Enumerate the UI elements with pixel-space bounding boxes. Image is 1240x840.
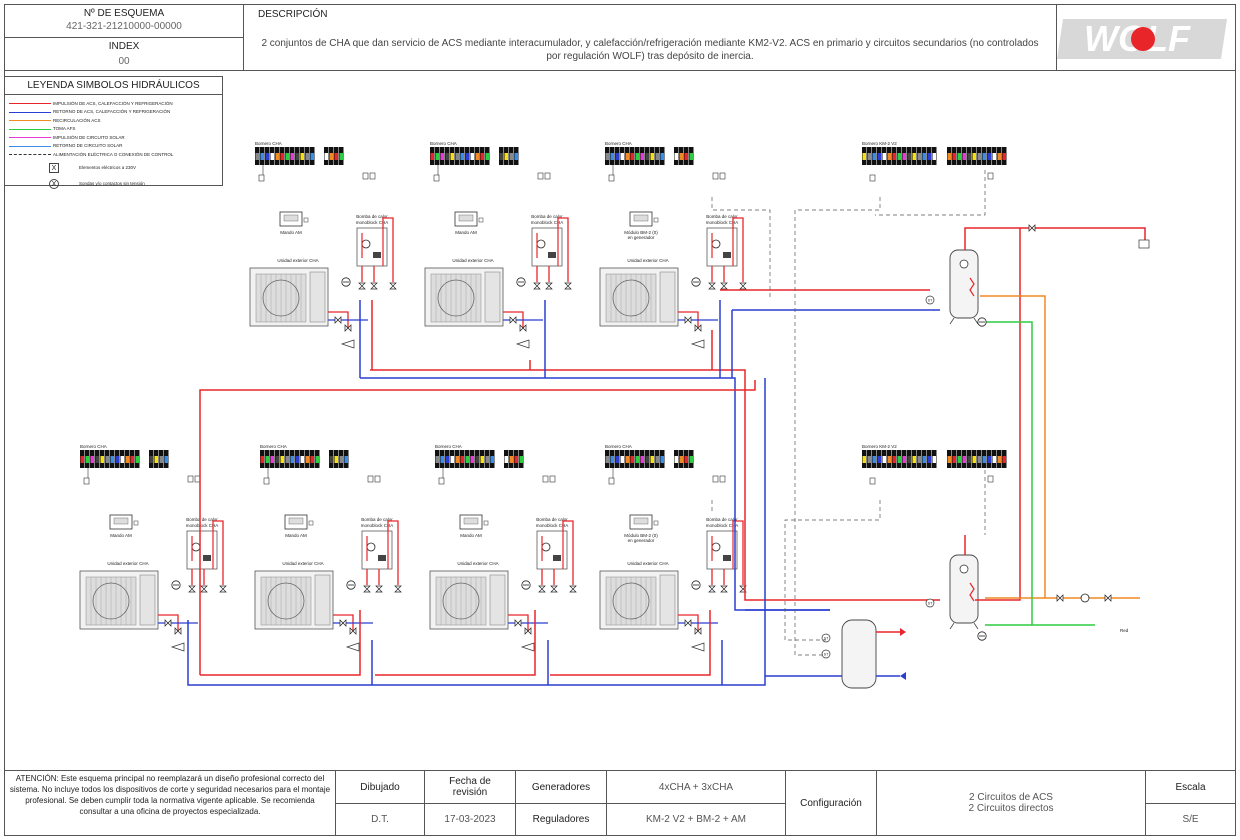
- scheme-label: Nº DE ESQUEMA: [83, 8, 165, 19]
- legend-symbol: X Sondas y/o contactos sin tensión: [5, 177, 222, 191]
- legend-item: ALIMENTACIÓN ELÉCTRICA O CONEXIÓN DE CON…: [5, 150, 222, 159]
- reguladores-label: Reguladores: [515, 803, 607, 836]
- legend-item: RECIRCULACIÓN ACS: [5, 116, 222, 125]
- configuracion-line1: 2 Circuitos de ACS: [969, 792, 1053, 803]
- configuracion-label: Configuración: [785, 770, 877, 836]
- configuracion-value: 2 Circuitos de ACS 2 Circuitos directos: [876, 770, 1146, 836]
- scheme-number: 421-321-21210000-00000: [66, 21, 182, 32]
- sensor-contact-icon: X: [49, 178, 59, 189]
- dibujado-label: Dibujado: [335, 770, 425, 804]
- reguladores-value: KM-2 V2 + BM-2 + AM: [606, 803, 786, 836]
- generadores-value: 4xCHA + 3xCHA: [606, 770, 786, 804]
- generadores-label: Generadores: [515, 770, 607, 804]
- configuracion-line2: 2 Circuitos directos: [968, 803, 1054, 814]
- scheme-number-cell: Nº DE ESQUEMA 421-321-21210000-00000: [4, 4, 244, 38]
- legend-item: IMPULSIÓN DE CIRCUITO SOLAR: [5, 133, 222, 142]
- dibujado-value: D.T.: [335, 803, 425, 836]
- legend-item-label: RECIRCULACIÓN ACS: [53, 117, 101, 123]
- index-label: INDEX: [108, 41, 140, 52]
- legend-item-label: TOMA AFS: [53, 126, 76, 132]
- legend-item-label: IMPULSIÓN DE CIRCUITO SOLAR: [53, 134, 125, 140]
- legend-line-swatch: [9, 120, 51, 121]
- description-text: 2 conjuntos de CHA que dan servicio de A…: [261, 38, 1039, 62]
- fecha-label: Fecha de revisión: [424, 770, 516, 804]
- legend-line-swatch: [9, 128, 51, 130]
- legend-symbol-label: Elementos eléctricos a 230V: [79, 165, 137, 170]
- legend-item: TOMA AFS: [5, 125, 222, 134]
- legend-item: RETORNO DE CIRCUITO SOLAR: [5, 142, 222, 151]
- wolf-logo-graphic: WOLF: [1057, 18, 1227, 59]
- legend-item: RETORNO DE ACS, CALEFACCIÓN Y REFRIGERAC…: [5, 108, 222, 117]
- index-value: 00: [118, 56, 130, 67]
- wolf-logo: WOLF: [1056, 4, 1236, 71]
- legend-line-swatch: [9, 137, 51, 138]
- legend-item: IMPULSIÓN DE ACS, CALEFACCIÓN Y REFRIGER…: [5, 99, 222, 108]
- legend-symbols: X Elementos eléctricos a 230V X Sondas y/o …: [5, 161, 222, 191]
- description-label: DESCRIPCIÓN: [258, 9, 328, 20]
- legend-item-label: RETORNO DE ACS, CALEFACCIÓN Y REFRIGERAC…: [53, 109, 171, 115]
- legend-line-swatch: [9, 111, 51, 113]
- legend-item-label: ALIMENTACIÓN ELÉCTRICA O CONEXIÓN DE CON…: [53, 151, 174, 157]
- legend-symbol-label: Sondas y/o contactos sin tensión: [79, 181, 145, 186]
- legend-line-swatch: [9, 145, 51, 147]
- electric-element-icon: X: [49, 162, 59, 173]
- legend-item-label: IMPULSIÓN DE ACS, CALEFACCIÓN Y REFRIGER…: [53, 100, 173, 106]
- legend-symbol: X Elementos eléctricos a 230V: [5, 161, 222, 175]
- description-cell: DESCRIPCIÓN 2 conjuntos de CHA que dan s…: [243, 4, 1057, 71]
- escala-label: Escala: [1145, 770, 1236, 804]
- hydraulic-legend: LEYENDA SIMBOLOS HIDRÁULICOS IMPULSIÓN D…: [4, 76, 223, 189]
- legend-title: LEYENDA SIMBOLOS HIDRÁULICOS: [5, 77, 222, 95]
- attention-note: ATENCIÓN: Este esquema principal no reem…: [4, 770, 336, 836]
- index-cell: INDEX 00: [4, 37, 244, 71]
- legend-rows: IMPULSIÓN DE ACS, CALEFACCIÓN Y REFRIGER…: [5, 95, 222, 159]
- escala-value: S/E: [1145, 803, 1236, 836]
- legend-line-swatch: [9, 154, 51, 155]
- legend-line-swatch: [9, 103, 51, 104]
- fecha-value: 17-03-2023: [424, 803, 516, 836]
- legend-item-label: RETORNO DE CIRCUITO SOLAR: [53, 143, 123, 149]
